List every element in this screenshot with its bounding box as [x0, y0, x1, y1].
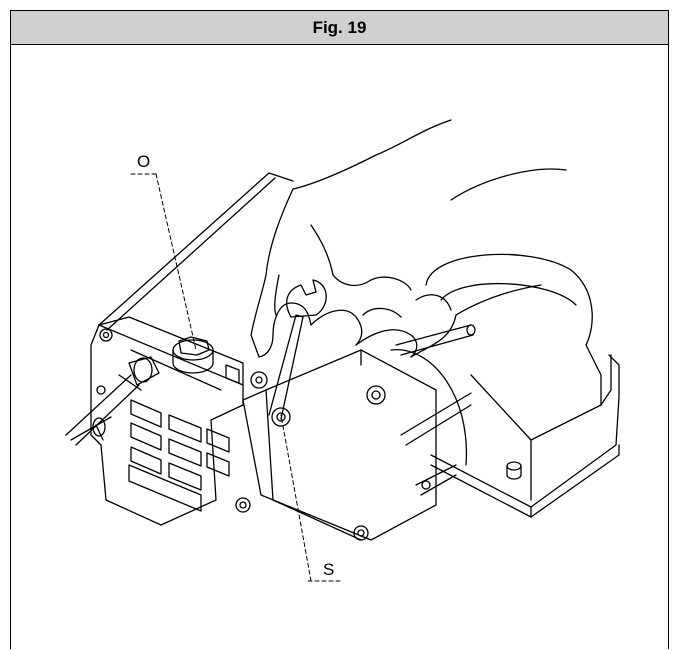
- technical-illustration: O S: [11, 45, 668, 650]
- gas-pipe: [65, 356, 160, 446]
- motor-housing: [425, 253, 620, 518]
- hand: [250, 119, 567, 358]
- figure-title: Fig. 19: [11, 11, 668, 45]
- left-valve-block: [90, 316, 268, 526]
- callout-leader-lines: [130, 173, 342, 582]
- figure-frame: Fig. 19 O S: [10, 10, 669, 649]
- callout-label-bottom: S: [323, 560, 334, 579]
- screw-s: [271, 407, 291, 427]
- valve-body: [242, 349, 468, 541]
- top-rod-frame: [98, 172, 294, 331]
- gas-valve-wrench-drawing: O S: [65, 119, 620, 582]
- callout-label-top: O: [137, 152, 150, 171]
- wrench: [268, 279, 327, 420]
- pressure-cap: [172, 336, 240, 384]
- terminal-slots: [128, 399, 230, 512]
